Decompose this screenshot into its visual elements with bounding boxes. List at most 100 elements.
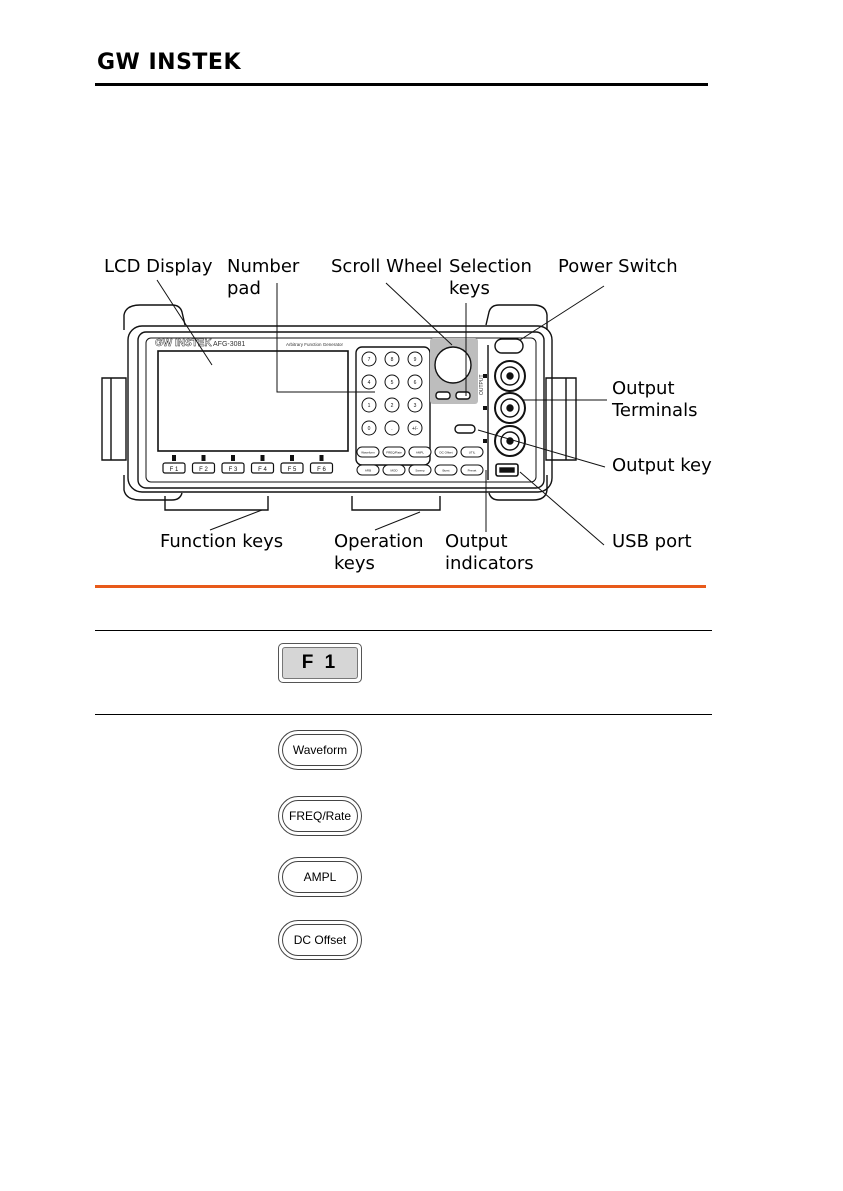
scroll-wheel[interactable] — [434, 346, 472, 384]
softkey-body[interactable] — [280, 462, 304, 474]
operation-key-body[interactable] — [382, 446, 406, 458]
operation-key[interactable]: FREQ/Rate — [382, 446, 406, 458]
foot-right — [351, 496, 441, 511]
numpad-key-body[interactable] — [407, 420, 423, 436]
operation-key-body[interactable] — [356, 464, 380, 476]
operation-key-label: UTIL — [469, 451, 476, 455]
callout-lcd-display: LCD Display — [104, 256, 213, 277]
usb-port[interactable] — [495, 463, 519, 477]
foot-left — [164, 496, 269, 511]
numpad-key-body[interactable] — [384, 420, 400, 436]
operation-key[interactable]: AMPL — [408, 446, 432, 458]
operation-key[interactable]: MOD — [382, 464, 406, 476]
numpad-key[interactable]: 9 — [407, 351, 423, 367]
operation-key[interactable]: Waveform — [356, 446, 380, 458]
power-switch[interactable] — [494, 338, 524, 354]
output-indicators — [483, 374, 487, 443]
softkey-body[interactable] — [309, 462, 334, 474]
operation-key-body[interactable] — [382, 464, 406, 476]
operation-key-body[interactable] — [434, 464, 458, 476]
leader-scroll — [385, 282, 453, 346]
operation-key-body[interactable] — [408, 464, 432, 476]
leader-function-keys — [209, 509, 263, 531]
softkey-body[interactable] — [162, 462, 186, 474]
softkey-2[interactable]: F 2 — [191, 455, 216, 474]
softkey-body[interactable] — [221, 462, 245, 474]
numpad-key[interactable]: 3 — [407, 397, 423, 413]
numpad-key-body[interactable] — [361, 397, 377, 413]
numpad-key[interactable]: 6 — [407, 374, 423, 390]
operation-key[interactable]: Burst — [434, 464, 458, 476]
softkey-tick — [290, 455, 294, 461]
freq-rate-key[interactable]: FREQ/Rate — [278, 796, 362, 836]
selection-key-right[interactable] — [455, 391, 471, 400]
operation-key-label: Sweep — [415, 469, 425, 473]
function-key-f1[interactable]: F 1 — [278, 643, 362, 683]
softkey-tick — [260, 455, 265, 461]
side-bracket-left — [101, 377, 127, 461]
operation-key-body[interactable] — [356, 446, 380, 458]
output-key[interactable] — [454, 424, 476, 434]
operation-key-body[interactable] — [434, 446, 458, 458]
operation-key[interactable]: UTIL — [460, 446, 484, 458]
output-indicator-2 — [483, 406, 487, 410]
operation-key-body[interactable] — [460, 464, 484, 476]
operation-key[interactable]: DC Offset — [434, 446, 458, 458]
numpad-key-body[interactable] — [384, 351, 400, 367]
softkey-3[interactable]: F 3 — [221, 455, 245, 474]
output-indicator-1 — [483, 374, 487, 378]
numpad-key[interactable]: 2 — [384, 397, 400, 413]
numpad-key-body[interactable] — [384, 397, 400, 413]
leader-numpad — [276, 283, 375, 393]
operation-key-label: MOD — [391, 469, 399, 473]
operation-key-label: Burst — [442, 469, 449, 473]
numpad-key[interactable]: +/- — [407, 420, 423, 436]
softkey-body[interactable] — [191, 462, 216, 474]
panel-outer — [127, 325, 553, 493]
numpad-key-label: 3 — [414, 403, 417, 409]
panel-logo: GW INSTEK — [155, 338, 212, 349]
operation-key-body[interactable] — [460, 446, 484, 458]
ampl-key[interactable]: AMPL — [278, 857, 362, 897]
operation-key-label: FREQ/Rate — [386, 451, 402, 455]
numpad-key-body[interactable] — [407, 374, 423, 390]
numpad-key-body[interactable] — [384, 374, 400, 390]
ampl-key-label: AMPL — [282, 861, 358, 893]
usb-slot — [499, 467, 515, 473]
output-indicator-3 — [483, 439, 487, 443]
numpad-key-body[interactable] — [407, 351, 423, 367]
softkey-5[interactable]: F 5 — [280, 455, 304, 474]
numpad-key[interactable]: 4 — [361, 374, 377, 390]
dc-offset-key[interactable]: DC Offset — [278, 920, 362, 960]
callout-output-terminals: Output Terminals — [612, 378, 697, 422]
leader-power — [519, 285, 605, 341]
numpad-key[interactable]: . — [384, 420, 400, 436]
softkey-body[interactable] — [250, 462, 275, 474]
dc-offset-key-label: DC Offset — [282, 924, 358, 956]
numpad-key-label: 9 — [414, 357, 417, 363]
numpad-key-label: 7 — [368, 357, 371, 363]
numpad-key-body[interactable] — [407, 397, 423, 413]
operation-key[interactable]: ARB — [356, 464, 380, 476]
numpad-key[interactable]: 5 — [384, 374, 400, 390]
selection-key-left[interactable] — [435, 391, 451, 400]
callout-output-terminals-line1: Output — [612, 378, 675, 399]
callout-output-key: Output key — [612, 455, 712, 476]
operation-key-body[interactable] — [408, 446, 432, 458]
numpad-key-body[interactable] — [361, 420, 377, 436]
softkey-tick — [172, 455, 176, 461]
numpad-key-body[interactable] — [361, 374, 377, 390]
numpad-key-body[interactable] — [361, 351, 377, 367]
softkey-6[interactable]: F 6 — [309, 455, 334, 474]
numpad-key[interactable]: 8 — [384, 351, 400, 367]
numpad-key[interactable]: 7 — [361, 351, 377, 367]
terminal-3-inner — [500, 431, 520, 451]
numpad-key[interactable]: 0 — [361, 420, 377, 436]
numpad-key[interactable]: 1 — [361, 397, 377, 413]
softkey-1[interactable]: F 1 — [162, 455, 186, 474]
waveform-key[interactable]: Waveform — [278, 730, 362, 770]
operation-key[interactable]: Sweep — [408, 464, 432, 476]
softkey-4[interactable]: F 4 — [250, 455, 275, 474]
table-rule-2 — [95, 714, 712, 715]
operation-key[interactable]: Preset — [460, 464, 484, 476]
